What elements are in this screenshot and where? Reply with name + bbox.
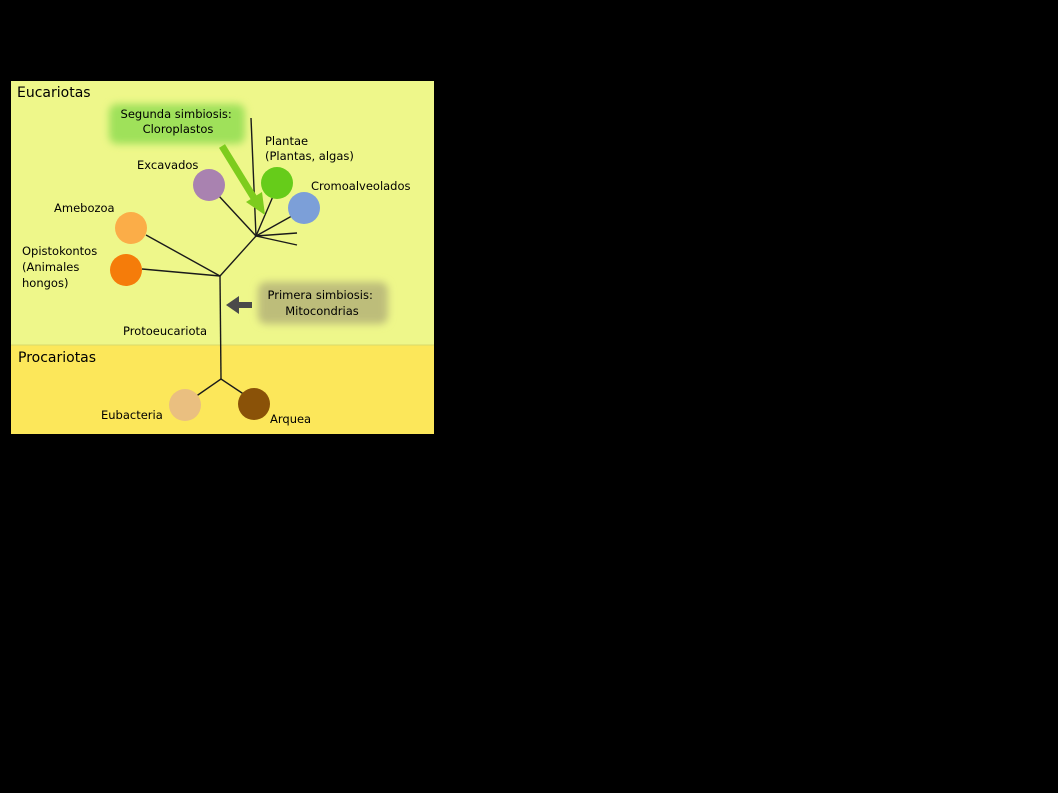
plantae-node xyxy=(261,167,293,199)
branch-eubacteria xyxy=(194,378,222,398)
opistokontos-label: Opistokontos (Animales hongos) xyxy=(22,244,101,290)
cromoalveolados-node xyxy=(288,192,320,224)
trunk xyxy=(219,275,222,380)
prokaryote-region-title: Procariotas xyxy=(18,350,96,366)
branch-opistokontos xyxy=(141,268,221,277)
eubacteria-label: Eubacteria xyxy=(101,408,163,422)
cromoalveolados-label: Cromoalveolados xyxy=(311,179,411,193)
chloroplast-arrowhead-icon xyxy=(246,192,265,215)
branch-amebozoa xyxy=(145,234,221,277)
branch-minor-1 xyxy=(255,232,298,237)
second-symbiosis-callout: Segunda simbiosis: Cloroplastos xyxy=(121,107,236,136)
eukaryote-region-title: Eucariotas xyxy=(17,85,91,101)
branch-excavados xyxy=(217,194,257,237)
branch-segunda-simbiosis xyxy=(250,117,257,237)
branch-eukaryote-crown xyxy=(219,235,257,277)
tree-of-life-diagram: Eucariotas Procariotas Excavados Plantae… xyxy=(11,81,434,434)
branch-minor-2 xyxy=(255,235,298,246)
protoeucariota-label: Protoeucariota xyxy=(123,324,207,338)
excavados-label: Excavados xyxy=(137,158,198,172)
plantae-label: Plantae (Plantas, algas) xyxy=(265,134,354,163)
first-symbiosis-callout: Primera simbiosis: Mitocondrias xyxy=(268,288,377,318)
chloroplast-arrow-icon xyxy=(219,144,257,200)
amebozoa-label: Amebozoa xyxy=(54,201,115,215)
first-symbiosis-callout-glow xyxy=(258,282,388,324)
second-symbiosis-callout-glow xyxy=(109,104,245,144)
prokaryote-region xyxy=(11,345,434,434)
arquea-node xyxy=(238,388,270,420)
mitochondria-arrow-icon xyxy=(226,296,252,314)
excavados-node xyxy=(193,169,225,201)
arquea-label: Arquea xyxy=(270,412,311,426)
branch-arquea xyxy=(220,378,246,396)
opistokontos-node xyxy=(110,254,142,286)
eubacteria-node xyxy=(169,389,201,421)
amebozoa-node xyxy=(115,212,147,244)
